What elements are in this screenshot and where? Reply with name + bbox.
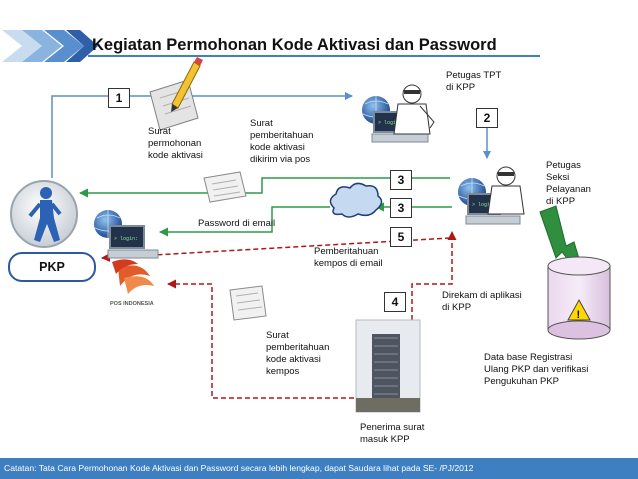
- flow-pkp-to-tpt: [51, 92, 353, 178]
- seksi-login-text: > login:: [472, 202, 496, 208]
- kempos-letter-icon: [229, 285, 267, 321]
- label-petugas-seksi: Petugas Seksi Pelayanan di KPP: [546, 160, 591, 207]
- flow-cloud-to-email: [159, 206, 330, 237]
- pos-indonesia-text: POS INDONESIA: [110, 301, 154, 307]
- step-badge-4: 4: [384, 292, 406, 312]
- footer-note: Catatan: Tata Cara Permohonan Kode Aktiv…: [0, 458, 638, 479]
- pos-indonesia-logo: POS INDONESIA: [110, 259, 154, 307]
- step-badge-3b: 3: [390, 198, 412, 218]
- page-title: Kegiatan Permohonan Kode Aktivasi dan Pa…: [92, 36, 497, 54]
- label-database: Data base Registrasi Ulang PKP dan verif…: [484, 352, 589, 387]
- pkp-person-icon: [10, 180, 78, 248]
- title-underline: [88, 55, 540, 57]
- pkp-login-text: > login:: [114, 236, 138, 242]
- flow-seksi-to-pkp-pos: [79, 177, 450, 198]
- label-petugas-tpt: Petugas TPT di KPP: [446, 70, 502, 93]
- warning-icon: [567, 298, 591, 321]
- label-pemberitahuan-email: Pemberitahuan kempos di email: [314, 246, 383, 269]
- service-officer-icon: > login:: [458, 166, 525, 225]
- label-direkam: Direkam di aplikasi di KPP: [442, 290, 522, 313]
- label-surat-permohonan: Surat permohonan kode aktivasi: [148, 126, 203, 161]
- kpp-building-icon: [355, 319, 421, 413]
- notification-letter-icon: [203, 171, 247, 203]
- database-icon: !: [547, 256, 611, 340]
- application-letter-icon: [149, 57, 203, 131]
- step-badge-3a: 3: [390, 170, 412, 190]
- svg-text:!: !: [577, 309, 581, 321]
- step-badge-1: 1: [108, 88, 130, 108]
- label-password-email: Password di email: [198, 218, 276, 229]
- step-badge-2: 2: [476, 108, 498, 128]
- label-surat-pemberitahuan-kempos: Surat pemberitahuan kode aktivasi kempos: [266, 330, 330, 377]
- pkp-label: PKP: [8, 252, 96, 282]
- internet-cloud-icon: [329, 182, 383, 218]
- pkp-computer-icon: > login:: [94, 210, 159, 259]
- label-penerima-surat: Penerima surat masuk KPP: [360, 422, 425, 445]
- tpt-officer-icon: > login:: [362, 84, 435, 143]
- tpt-login-text: > login:: [378, 120, 402, 126]
- flow-penerima-to-seksi: [411, 231, 457, 320]
- label-surat-pemberitahuan-pos: Surat pemberitahuan kode aktivasi dikiri…: [250, 118, 314, 165]
- step-badge-5: 5: [390, 227, 412, 247]
- header-chevrons: [2, 30, 98, 62]
